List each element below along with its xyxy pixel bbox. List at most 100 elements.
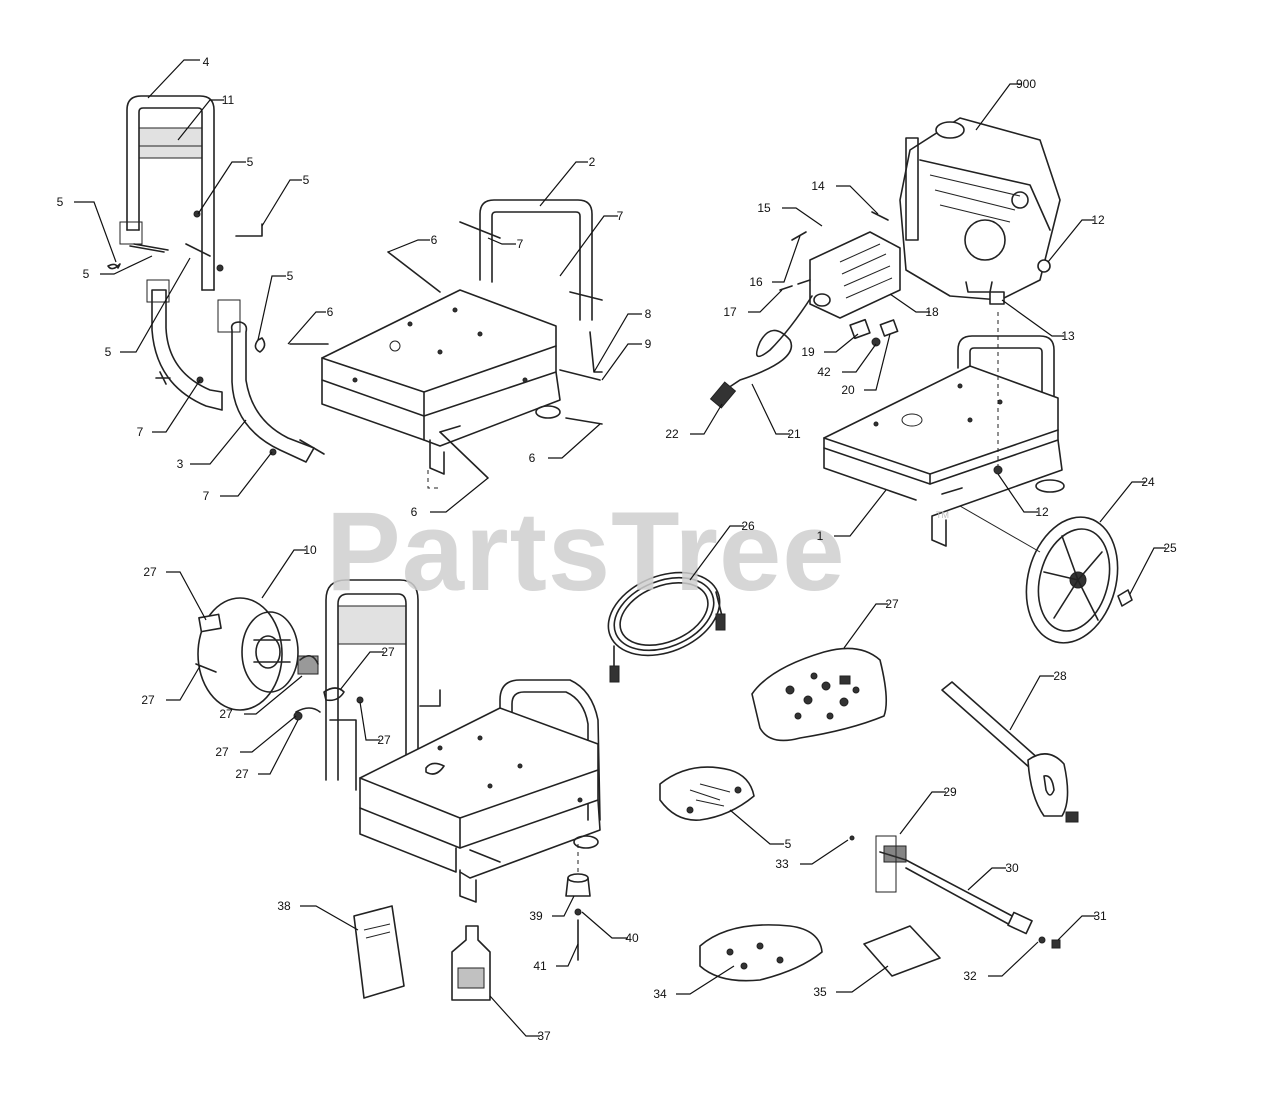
callout-label-13: 13 [1061, 329, 1075, 343]
callout-leader-25 [1129, 547, 1166, 595]
spray-wand-part-30 [849, 835, 1061, 949]
watermark: PartsTree TM [326, 489, 949, 614]
callout-label-8: 8 [645, 307, 652, 321]
callout-label-29: 29 [943, 785, 957, 799]
callout-leader-33 [800, 839, 849, 865]
callout-label-27: 27 [377, 733, 391, 747]
lower-frame-part-1 [823, 312, 1065, 547]
callout-leader-1 [834, 489, 887, 537]
callout-label-31: 31 [1093, 909, 1107, 923]
callout-leader-5 [74, 201, 117, 263]
callout-label-35: 35 [813, 985, 827, 999]
frame-bolts-and-knobs [107, 210, 325, 456]
card-part-35 [863, 925, 941, 977]
callout-label-28: 28 [1053, 669, 1067, 683]
callout-label-1: 1 [817, 529, 824, 543]
foot-parts-39-41 [565, 844, 591, 961]
frame-lower-tube-part-3 [230, 321, 315, 463]
callout-leader-4 [147, 59, 200, 99]
manual-part-38 [353, 905, 405, 999]
callout-label-27: 27 [141, 693, 155, 707]
callout-label-12: 12 [1035, 505, 1049, 519]
callout-label-27: 27 [219, 707, 233, 721]
callout-leader-2 [539, 161, 588, 207]
deck-bolts [289, 251, 603, 489]
callout-label-10: 10 [303, 543, 317, 557]
callout-leader-8 [593, 313, 642, 373]
callout-leader-6 [548, 423, 601, 459]
callout-leader-5 [100, 255, 153, 275]
callout-label-24: 24 [1141, 475, 1155, 489]
callout-leader-3 [190, 419, 247, 465]
callout-leader-26 [689, 525, 744, 581]
deck-base-exploded [321, 289, 561, 475]
callout-label-4: 4 [203, 55, 210, 69]
callout-label-20: 20 [841, 383, 855, 397]
callout-leader-24 [1099, 481, 1146, 523]
callout-label-33: 33 [775, 857, 789, 871]
callout-label-6: 6 [411, 505, 418, 519]
callout-leader-32 [988, 941, 1039, 977]
callout-label-38: 38 [277, 899, 291, 913]
hose-reel-part-10 [197, 597, 319, 711]
callout-leader-42 [842, 343, 877, 373]
callout-label-30: 30 [1005, 861, 1019, 875]
callout-leader-34 [676, 965, 735, 995]
upper-handle-part-2 [459, 199, 603, 321]
callout-leader-5 [120, 257, 191, 353]
pump-hose-part-21 [709, 295, 813, 409]
callout-leader-27 [244, 675, 303, 715]
callout-label-34: 34 [653, 987, 667, 1001]
callout-leader-37 [489, 995, 540, 1037]
callout-leader-22 [690, 403, 723, 435]
callout-label-25: 25 [1163, 541, 1177, 555]
callout-leader-11 [177, 99, 224, 141]
callout-label-42: 42 [817, 365, 831, 379]
callout-leader-5 [257, 275, 286, 341]
callout-leader-5 [261, 179, 302, 227]
callout-label-12: 12 [1091, 213, 1105, 227]
callout-leader-17 [748, 289, 783, 313]
callout-leader-12 [1047, 219, 1094, 263]
callout-leader-14 [836, 185, 879, 215]
callout-label-6: 6 [327, 305, 334, 319]
callout-leader-27 [240, 715, 297, 753]
frame-left-lower-part [119, 221, 241, 411]
callout-leader-6 [430, 477, 489, 513]
high-pressure-hose-part-26 [607, 571, 726, 683]
callout-leader-29 [899, 791, 946, 835]
callout-leader-35 [836, 965, 889, 993]
callout-label-3: 3 [177, 457, 184, 471]
callout-leader-13 [1001, 299, 1064, 337]
callout-label-15: 15 [757, 201, 771, 215]
callout-leader-28 [1009, 675, 1054, 731]
callout-label-40: 40 [625, 931, 639, 945]
callout-label-37: 37 [537, 1029, 551, 1043]
callout-label-7: 7 [137, 425, 144, 439]
callout-label-900: 900 [1016, 77, 1036, 91]
watermark-text: PartsTree [326, 489, 846, 614]
callout-label-9: 9 [645, 337, 652, 351]
callout-label-11: 11 [222, 93, 235, 107]
callout-label-7: 7 [617, 209, 624, 223]
watermark-tm: TM [936, 510, 949, 520]
callout-leader-6 [287, 311, 326, 345]
callout-leader-12 [997, 473, 1038, 513]
callout-label-5: 5 [785, 837, 792, 851]
callout-label-26: 26 [741, 519, 755, 533]
callout-leader-39 [552, 895, 575, 917]
callout-leader-21 [751, 383, 790, 435]
callout-leader-38 [300, 905, 359, 931]
callout-label-39: 39 [529, 909, 543, 923]
callout-label-16: 16 [749, 275, 763, 289]
callout-leader-27 [258, 719, 299, 775]
engine-part-900 [899, 117, 1061, 301]
callout-leader-16 [772, 235, 801, 283]
callout-leader-19 [824, 333, 859, 353]
pump-fittings [779, 211, 1051, 347]
callout-leader-27 [339, 651, 384, 691]
callout-leader-15 [782, 207, 823, 227]
callout-label-27: 27 [885, 597, 899, 611]
